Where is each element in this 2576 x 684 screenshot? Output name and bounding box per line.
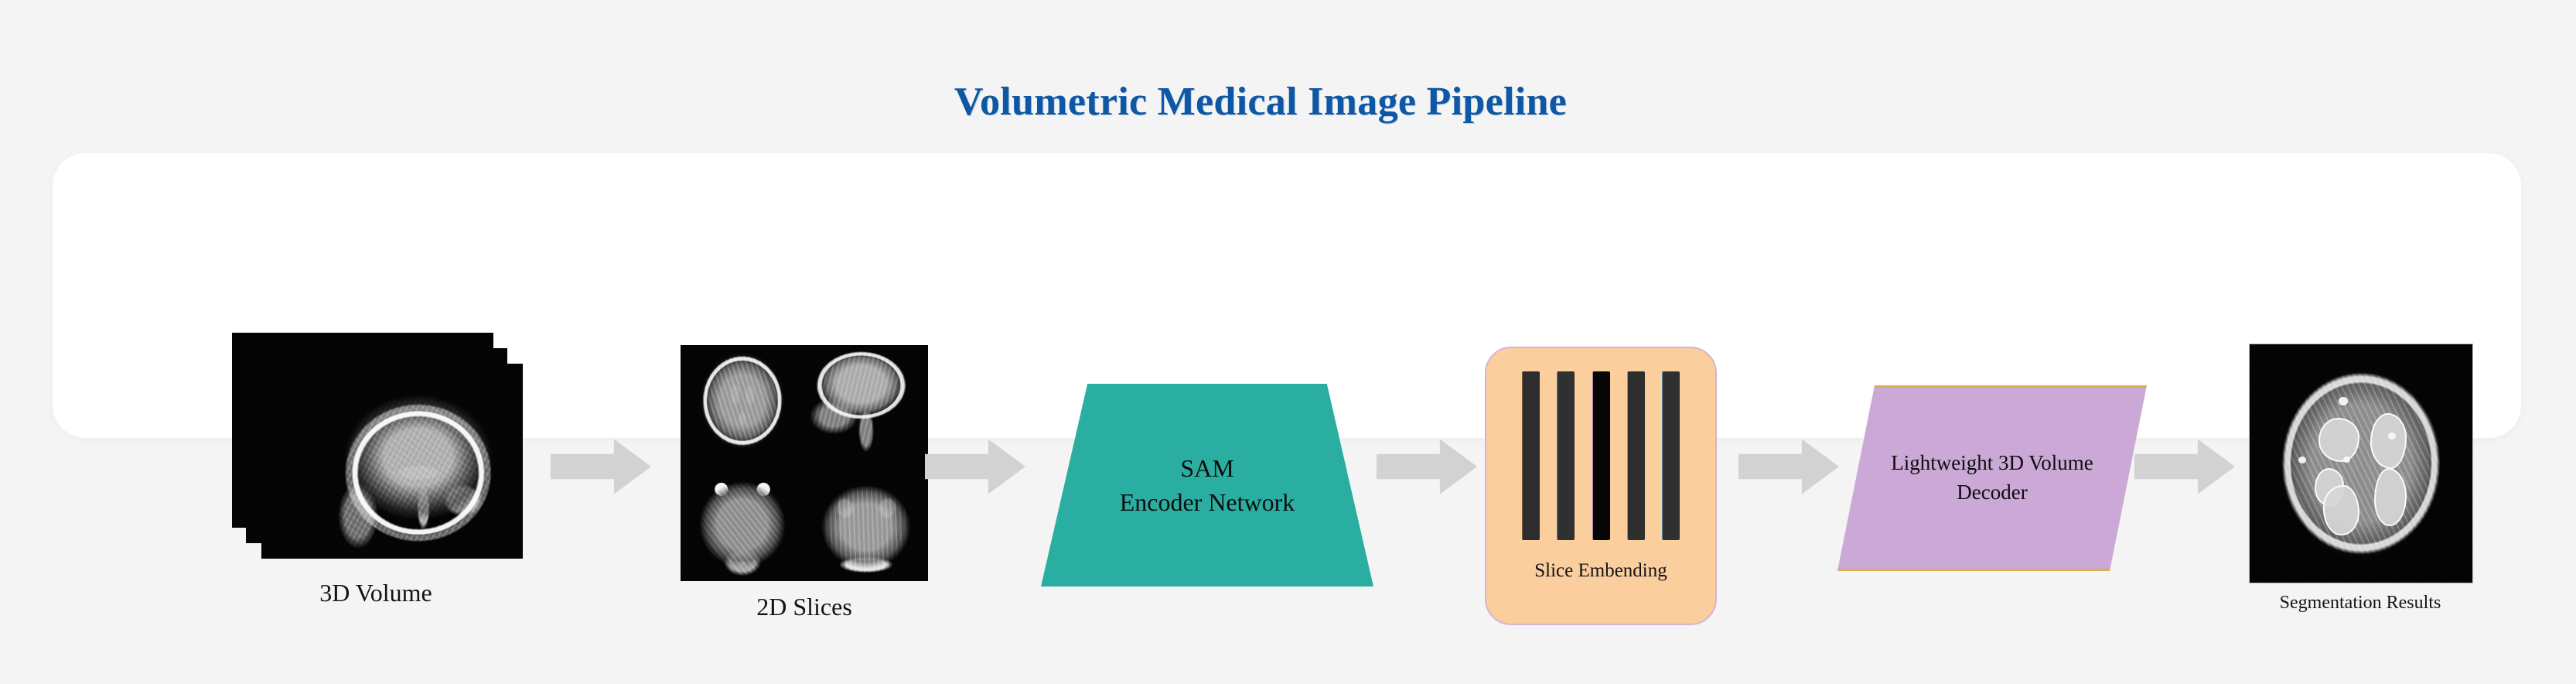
lesion-contour: [2323, 484, 2360, 536]
volume-sheet: [261, 364, 523, 559]
segmentation-result-image: [2249, 344, 2473, 583]
arrow-right-icon: [2134, 439, 2235, 494]
stage-volume-decoder: Lightweight 3D Volume Decoder: [1837, 385, 2147, 571]
decoder-label: Lightweight 3D Volume Decoder: [1891, 451, 2093, 504]
slice-cell: [804, 463, 928, 581]
slice-cell: [804, 345, 928, 463]
lesion-contour: [2374, 468, 2407, 526]
lesion-contour: [2318, 418, 2360, 462]
stage-sam-encoder: SAM Encoder Network: [1041, 384, 1373, 587]
embedding-bar: [1662, 371, 1680, 540]
flow-arrow-5: [2134, 438, 2235, 495]
flow-arrow-1: [551, 438, 651, 495]
arrow-right-icon: [551, 439, 651, 494]
slice-cell: [681, 345, 804, 463]
lesion-dot: [2342, 456, 2350, 463]
embedding-bar: [1522, 371, 1540, 540]
encoder-trapezoid: SAM Encoder Network: [1041, 384, 1373, 587]
embedding-bar: [1626, 371, 1645, 540]
stage-2d-slices: 2D Slices: [681, 345, 959, 621]
arrow-right-icon: [1377, 439, 1477, 494]
lesion-dot: [2298, 456, 2307, 463]
arrow-right-icon: [925, 439, 1025, 494]
slice-grid-icon: [681, 345, 928, 581]
lesion-dot: [2339, 396, 2348, 405]
stage-segmentation-results: Segmentation Results: [2249, 344, 2496, 613]
decoder-parallelogram: Lightweight 3D Volume Decoder: [1837, 385, 2147, 571]
stage-slice-embedding: Slice Embending: [1485, 347, 1717, 625]
embedding-bar: [1557, 371, 1575, 540]
slice-cell: [681, 463, 804, 581]
arrow-right-icon: [1738, 439, 1839, 494]
label-slice-embedding: Slice Embending: [1534, 560, 1667, 581]
lesion-dot: [2387, 432, 2396, 440]
label-3d-volume: 3D Volume: [319, 579, 432, 607]
stage-3d-volume: 3D Volume: [232, 333, 541, 607]
embedding-bar: [1592, 371, 1610, 540]
flow-arrow-2: [925, 438, 1025, 495]
page-title: Volumetric Medical Image Pipeline: [954, 80, 1568, 124]
flow-arrow-3: [1377, 438, 1477, 495]
encoder-label: SAM Encoder Network: [1119, 453, 1295, 516]
pipeline-card: 3D Volume 2D Slices: [53, 153, 2521, 625]
flow-arrow-4: [1738, 438, 1839, 495]
figure-background: Volumetric Medical Image Pipeline 3D Vol…: [53, 80, 2521, 625]
stacked-slices-icon: [232, 333, 523, 565]
label-segmentation-results: Segmentation Results: [2279, 593, 2441, 613]
lesion-contour: [2370, 413, 2407, 470]
embedding-bars-icon: [1522, 371, 1680, 540]
label-2d-slices: 2D Slices: [756, 593, 852, 621]
